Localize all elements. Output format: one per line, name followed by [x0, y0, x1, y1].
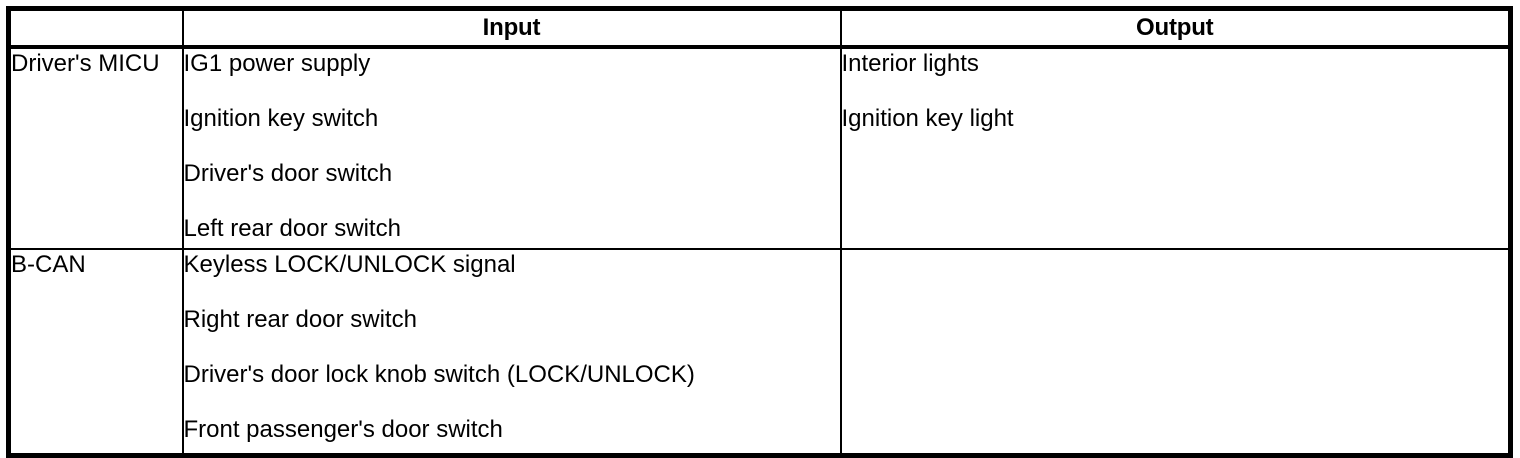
list-item: Ignition key light — [841, 105, 1014, 132]
header-label-output: Output — [1136, 14, 1214, 41]
list-item: Front passenger's door switch — [183, 416, 503, 443]
header-cell-category — [8, 8, 184, 49]
table-row: Driver's MICU IG1 power supply Ignition … — [8, 47, 1511, 250]
cell-input-micu: IG1 power supply Ignition key switch Dri… — [182, 47, 842, 250]
cell-category-bcan: B-CAN — [8, 249, 184, 456]
list-item: Right rear door switch — [183, 306, 417, 333]
list-item: IG1 power supply — [183, 50, 371, 77]
header-label-input: Input — [482, 14, 541, 41]
header-row: Input Output — [8, 8, 1511, 49]
cell-category-micu: Driver's MICU — [8, 47, 184, 250]
table-header: Input Output — [8, 8, 1511, 49]
cell-output-bcan — [840, 249, 1511, 456]
list-item: Driver's door switch — [183, 160, 393, 187]
output-list: Interior lights Ignition key light — [842, 49, 1509, 134]
table-body: Driver's MICU IG1 power supply Ignition … — [8, 47, 1511, 456]
list-item: Driver's door lock knob switch (LOCK/UNL… — [183, 361, 695, 388]
category-label: Driver's MICU — [11, 50, 160, 77]
list-item: Keyless LOCK/UNLOCK signal — [183, 251, 516, 278]
list-item: Ignition key switch — [183, 105, 379, 132]
input-output-table: Input Output Driver's MICU IG1 power sup… — [6, 6, 1513, 458]
list-item: Left rear door switch — [183, 215, 401, 242]
cell-output-micu: Interior lights Ignition key light — [840, 47, 1511, 250]
header-cell-output: Output — [840, 8, 1511, 49]
input-list: Keyless LOCK/UNLOCK signal Right rear do… — [184, 250, 840, 445]
header-cell-input: Input — [182, 8, 842, 49]
category-label: B-CAN — [11, 251, 86, 278]
cell-input-bcan: Keyless LOCK/UNLOCK signal Right rear do… — [182, 249, 842, 456]
input-list: IG1 power supply Ignition key switch Dri… — [184, 49, 840, 244]
table-row: B-CAN Keyless LOCK/UNLOCK signal Right r… — [8, 249, 1511, 456]
list-item: Interior lights — [841, 50, 979, 77]
